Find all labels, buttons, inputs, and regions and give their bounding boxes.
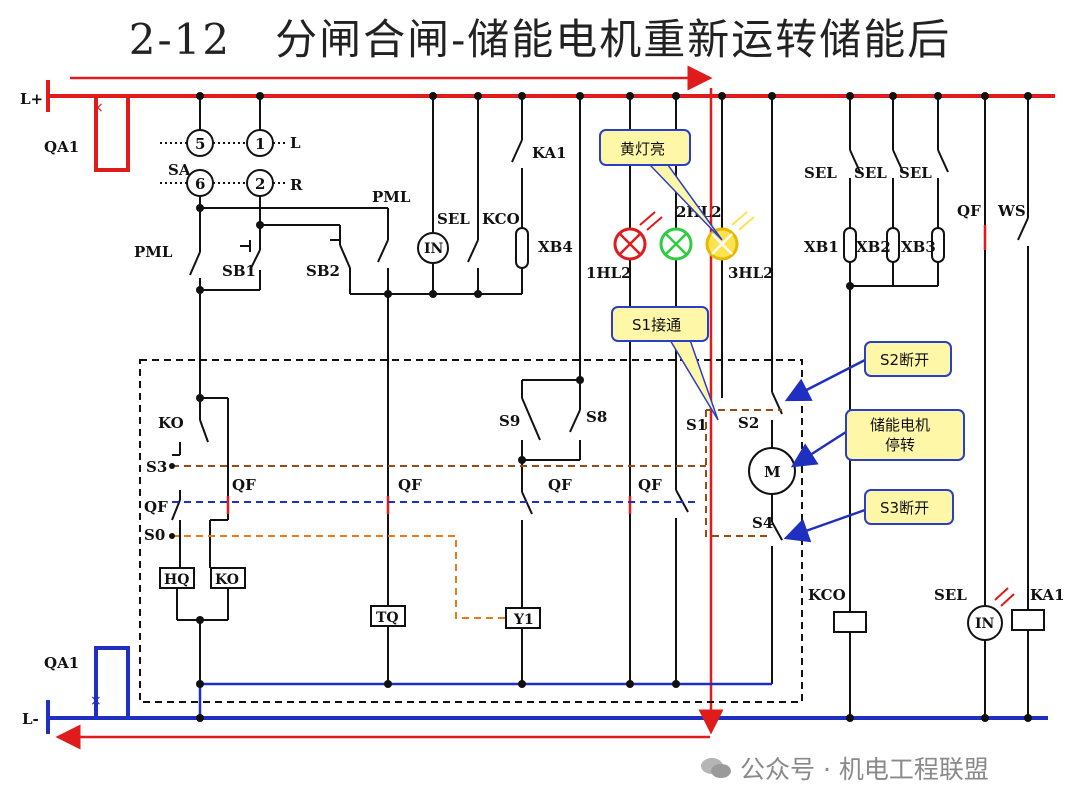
svg-text:S1接通: S1接通 [632,316,681,334]
xb3-connector [931,227,945,263]
sa-label: SA [168,161,191,179]
motor-stop-line2: 停转 [885,436,915,454]
callout-motor-stop: 储能电机 停转 [790,409,965,468]
component-labels: PML PML SB1 SB2 SEL KCO KA1 XB4 1HL2 2HL… [134,144,1065,604]
svg-text:QF: QF [957,202,981,220]
page-title: 2-12 分闸合闸-储能电机重新运转储能后 [128,15,952,64]
sa-l-label: L [290,134,301,152]
xb1-connector [843,227,857,263]
svg-text:PML: PML [372,188,411,206]
sa-selector [186,129,274,197]
svg-text:S2: S2 [738,414,759,432]
sa-5-label: 5 [195,135,205,153]
svg-text:KCO: KCO [482,210,520,228]
sa-1-label: 1 [255,135,265,153]
y1-label: Y1 [513,612,534,628]
ko-coil [210,567,246,589]
rail-neg-label: L- [22,710,39,728]
svg-text:S8: S8 [586,408,607,426]
svg-text:×: × [92,100,104,116]
lamp-2hl2 [659,227,693,261]
tq-label: TQ [376,610,399,626]
svg-text:1HL2: 1HL2 [586,264,632,282]
control-wiring [171,96,1029,718]
svg-text:SEL: SEL [804,164,837,182]
svg-text:XB4: XB4 [538,238,573,256]
svg-text:KO: KO [158,414,184,432]
lamp-in2-arrows [994,587,1015,607]
svg-text:S1: S1 [686,416,707,434]
svg-text:WS: WS [997,202,1026,220]
breaker-bottom-label: QA1 [44,654,79,672]
ko-box-label: KO [215,572,239,588]
s0-linkage [172,535,506,619]
svg-text:SEL: SEL [899,164,932,182]
breaker-top-label: QA1 [44,138,79,156]
svg-text:QF: QF [548,476,572,494]
svg-text:PML: PML [134,243,173,261]
svg-text:KA1: KA1 [1030,586,1065,604]
in-meter-bottom-label: IN [975,616,995,632]
motor-stop-line1: 储能电机 [870,416,930,434]
svg-text:XB3: XB3 [901,238,936,256]
svg-text:SB1: SB1 [222,262,256,280]
svg-text:×: × [90,693,102,709]
svg-text:QF: QF [398,476,422,494]
svg-text:S4: S4 [752,514,773,532]
svg-text:S0: S0 [144,526,165,544]
positive-rail: × [46,80,1055,172]
svg-text:3HL2: 3HL2 [728,264,774,282]
callout-s3-off: S3断开 [783,489,954,543]
svg-text:SEL: SEL [934,586,967,604]
negative-rail: × [46,646,1048,734]
svg-text:KA1: KA1 [532,144,567,162]
hq-coil [159,567,195,589]
ka1-coil [1011,609,1045,631]
watermark: 公众号 · 机电工程联盟 [740,750,989,786]
svg-text:XB2: XB2 [856,238,891,256]
wechat-icon [701,758,731,778]
in-meter-top-label: IN [424,241,444,257]
lamp-1hl2 [613,211,663,261]
motor-linkage [705,409,782,537]
in-meter-top [417,232,449,264]
callout-s2-off: S2断开 [784,341,952,402]
callout-s1-on: S1接通 [611,306,719,421]
xb4-connector [515,227,529,269]
svg-text:XB1: XB1 [804,238,839,256]
svg-text:SB2: SB2 [306,262,340,280]
sa-r-label: R [290,176,303,194]
in-meter-bottom [967,605,1003,641]
svg-text:SEL: SEL [854,164,887,182]
svg-text:KCO: KCO [808,586,846,604]
motor-label: M [764,463,781,481]
sa-2-label: 2 [255,175,265,193]
breaker-mechanism-box [139,359,803,703]
kco-coil [833,611,867,633]
svg-text:S2断开: S2断开 [880,351,929,369]
svg-text:QF: QF [638,476,662,494]
svg-text:S3: S3 [146,458,167,476]
hq-label: HQ [164,572,189,588]
svg-text:S9: S9 [499,412,520,430]
tq-coil [370,605,406,627]
svg-text:QF: QF [232,476,256,494]
svg-text:黄灯亮: 黄灯亮 [620,140,665,158]
motor [748,447,796,495]
svg-text:S3断开: S3断开 [880,499,929,517]
svg-text:SEL: SEL [437,210,470,228]
rail-pos-label: L+ [20,90,43,108]
watermark-text: 公众号 · 机电工程联盟 [740,755,989,784]
y1-coil [505,607,541,629]
svg-text:QF: QF [144,498,168,516]
sa-6-label: 6 [195,175,205,193]
callout-yellow-lamp: 黄灯亮 [599,129,723,241]
lamp-3hl2 [705,211,755,261]
xb2-connector [886,227,900,263]
